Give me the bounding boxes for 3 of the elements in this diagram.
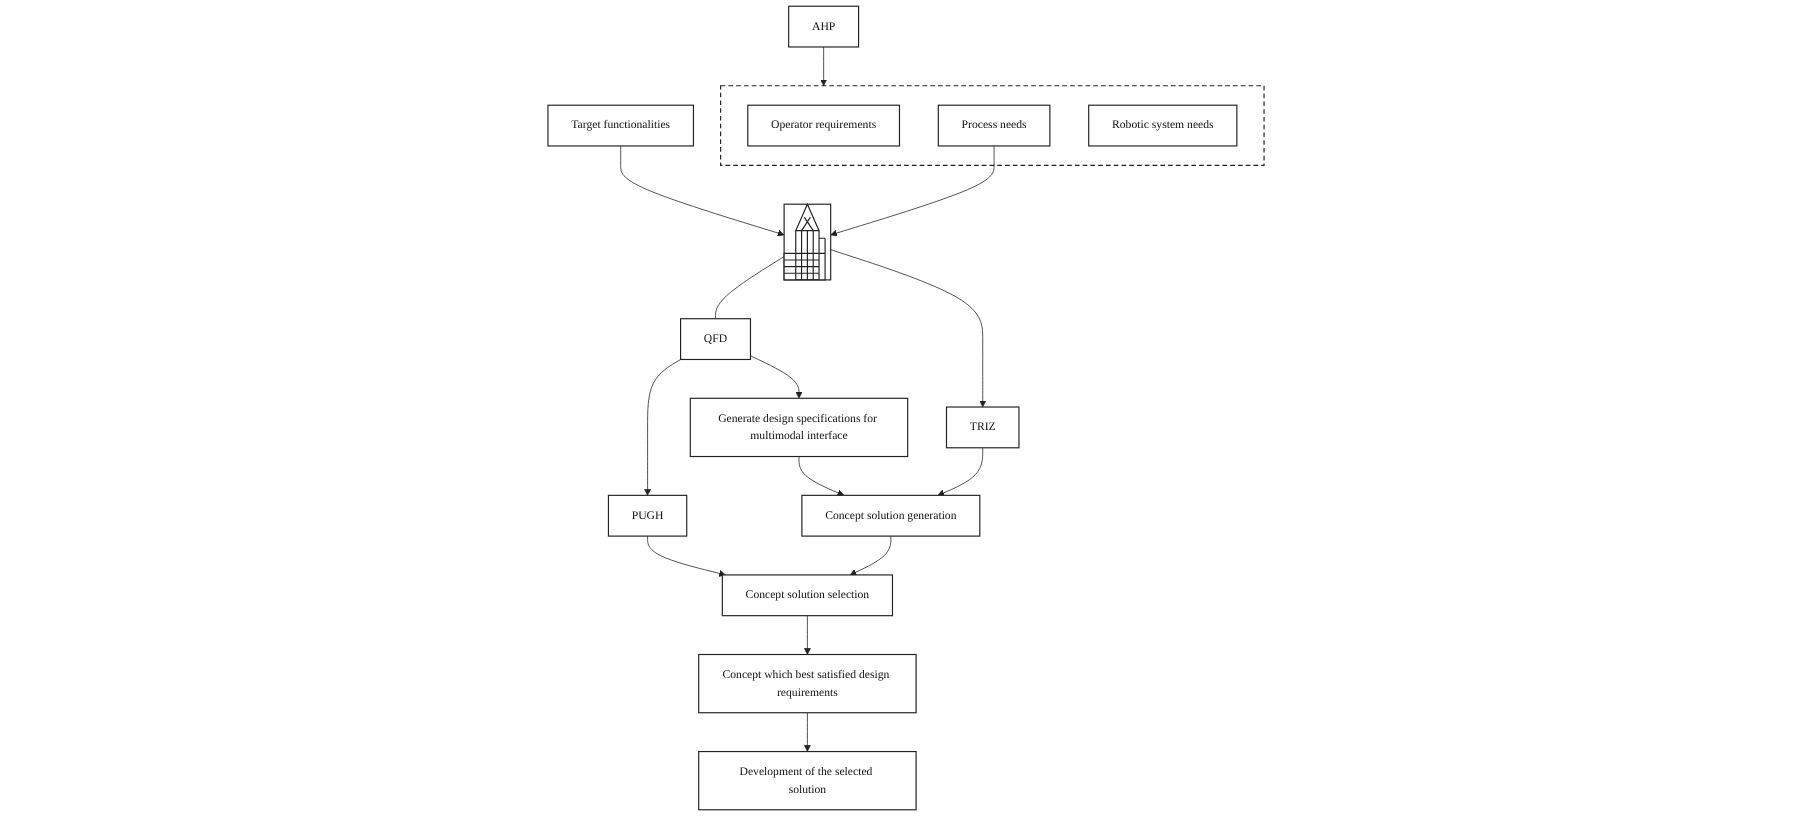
house-of-quality-drawing	[783, 202, 826, 281]
connector	[715, 256, 785, 320]
cluster	[720, 85, 1265, 166]
